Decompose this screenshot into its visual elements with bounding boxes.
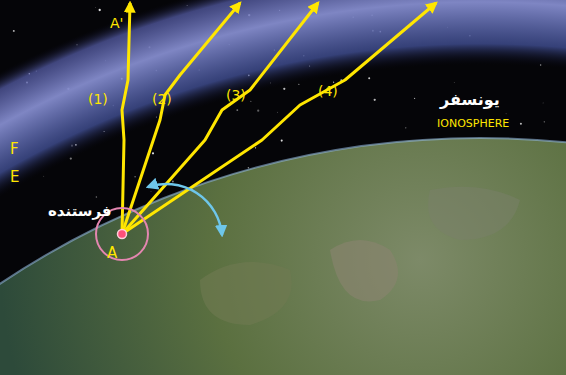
ray-number: (1) xyxy=(88,92,108,106)
star xyxy=(99,9,101,11)
transmitter-label: فرستنده xyxy=(48,204,112,219)
radio-rays xyxy=(122,3,436,234)
ray-number: (4) xyxy=(318,84,338,98)
angle-arc xyxy=(148,184,222,235)
point-label: A' xyxy=(110,16,123,30)
earth xyxy=(0,138,566,375)
transmitter-dot xyxy=(118,230,127,239)
point-label: A xyxy=(107,246,117,261)
ray-number: (3) xyxy=(226,88,246,102)
layer-title: یونسفر xyxy=(440,92,500,108)
ray-number: (2) xyxy=(152,92,172,106)
layer-letter: F xyxy=(10,142,19,157)
layer-letter: E xyxy=(10,170,19,185)
star xyxy=(13,30,15,32)
star xyxy=(95,7,97,9)
layer-title: IONOSPHERE xyxy=(437,118,509,129)
